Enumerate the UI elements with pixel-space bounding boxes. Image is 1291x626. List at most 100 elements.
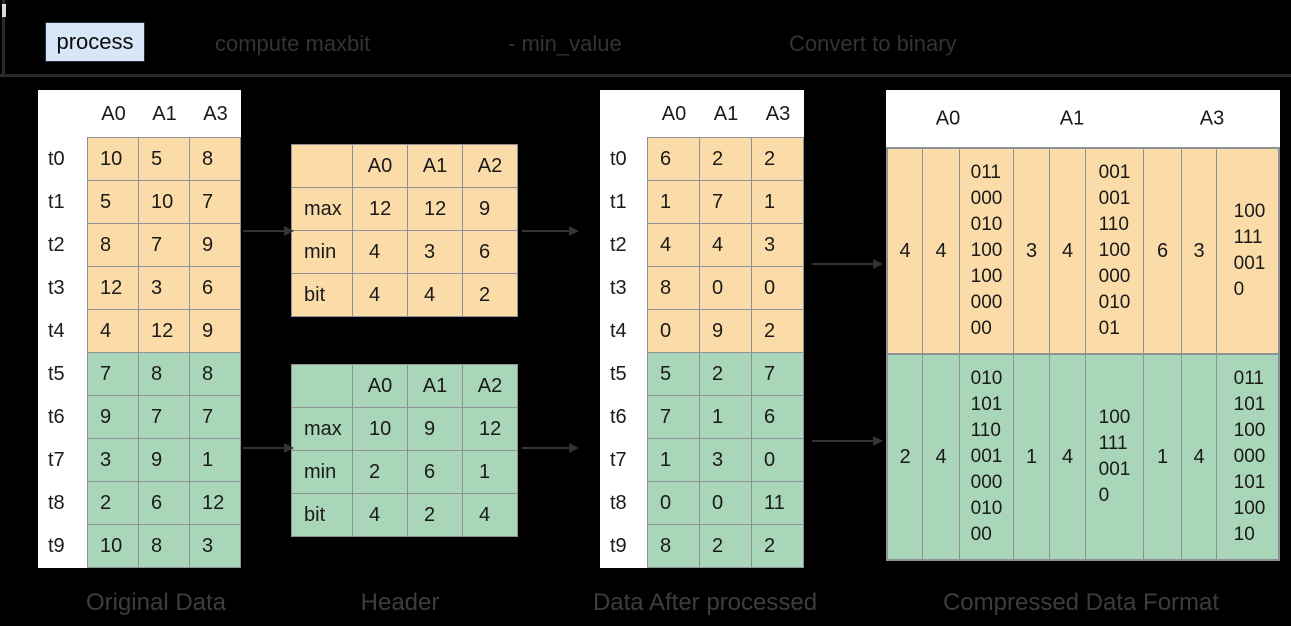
data-cell: 10 — [352, 407, 408, 451]
data-cell: 3 — [138, 266, 190, 310]
value-cell: 1 — [1144, 355, 1182, 559]
data-cell: 6 — [138, 481, 190, 525]
data-cell: 6 — [407, 450, 463, 494]
step-convert-to-binary: Convert to binary — [789, 31, 957, 56]
data-cell: 1 — [647, 180, 700, 224]
data-cell: 7 — [751, 352, 804, 396]
column-header: A3 — [765, 102, 791, 125]
binary-cell: 001 001 110 100 000 010 01 — [1086, 149, 1144, 353]
caption-header: Header — [360, 589, 440, 616]
data-cell: 8 — [138, 524, 190, 568]
column-header: A3 — [203, 102, 228, 125]
data-cell: 9 — [462, 187, 518, 231]
row-label: bit — [291, 493, 353, 537]
cell-value: 2 — [899, 445, 911, 468]
cell-value: 1 — [1156, 445, 1169, 468]
data-cell: 8 — [189, 352, 241, 396]
row-label: t5 — [600, 353, 648, 396]
data-cell: 11 — [751, 481, 804, 525]
column-header: A3 — [1199, 107, 1225, 129]
value-cell: 4 — [1182, 355, 1217, 559]
column-header: A0 — [352, 364, 408, 408]
data-cell: 7 — [189, 395, 241, 439]
arrow-original-to-header1-icon — [243, 226, 294, 236]
data-cell: 10 — [87, 524, 139, 568]
data-cell: 0 — [751, 438, 804, 482]
cell-value: 4 — [1193, 445, 1205, 468]
data-cell: 3 — [751, 223, 804, 267]
data-cell: 2 — [699, 352, 752, 396]
data-cell: 4 — [352, 493, 408, 537]
value-cell: 4 — [923, 355, 960, 559]
data-cell: 4 — [699, 223, 752, 267]
row-label: min — [291, 230, 353, 274]
cell-value: 4 — [935, 239, 947, 262]
arrow-header1-to-processed-icon — [522, 226, 579, 236]
data-cell: 6 — [462, 230, 518, 274]
data-cell: 2 — [699, 137, 752, 181]
value-cell: 4 — [888, 149, 923, 353]
data-cell: 0 — [699, 266, 752, 310]
data-cell: 1 — [751, 180, 804, 224]
arrow-header2-to-processed-icon — [522, 443, 579, 453]
cell-value: 100 111 001 0 — [1233, 201, 1266, 300]
binary-cell: 100 111 001 0 — [1086, 355, 1144, 559]
step-min-value: - min_value — [508, 31, 622, 56]
row-label: max — [291, 187, 353, 231]
caption-compressed-data-format: Compressed Data Format — [942, 589, 1220, 616]
row-label: t1 — [38, 181, 88, 224]
data-cell: 6 — [647, 137, 700, 181]
value-cell: 4 — [1050, 149, 1086, 353]
data-cell: 9 — [699, 309, 752, 353]
cell-value: 011 000 010 100 100 000 00 — [970, 162, 1003, 339]
cell-value: 100 111 001 0 — [1098, 407, 1131, 506]
arrow-processed-to-compressed-top-icon — [812, 259, 883, 269]
cell-value: 3 — [1025, 239, 1038, 262]
row-label: t1 — [600, 181, 648, 224]
data-cell: 6 — [751, 395, 804, 439]
column-header: A1 — [713, 102, 739, 125]
data-cell: 12 — [189, 481, 241, 525]
row-label: t5 — [38, 353, 88, 396]
column-header: A2 — [462, 364, 518, 408]
data-cell: 12 — [462, 407, 518, 451]
value-cell: 2 — [888, 355, 923, 559]
cell-value: 6 — [1156, 239, 1169, 262]
data-cell: 7 — [138, 223, 190, 267]
binary-cell: 010 101 110 001 000 010 00 — [960, 355, 1014, 559]
row-label: t6 — [38, 396, 88, 439]
data-cell: 2 — [407, 493, 463, 537]
row-label: t2 — [600, 224, 648, 267]
data-cell: 9 — [189, 309, 241, 353]
data-cell: 2 — [751, 309, 804, 353]
arrow-original-to-header2-icon — [243, 443, 294, 453]
corner-spacer — [38, 90, 88, 138]
data-cell: 10 — [87, 137, 139, 181]
data-cell: 2 — [352, 450, 408, 494]
data-cell: 3 — [189, 524, 241, 568]
row-label: t3 — [600, 267, 648, 310]
caption-data-after-processed: Data After processed — [592, 589, 818, 616]
value-cell: 4 — [1050, 355, 1086, 559]
data-cell: 12 — [87, 266, 139, 310]
step-compute-maxbit: compute maxbit — [215, 31, 371, 56]
arrow-processed-to-compressed-bottom-icon — [812, 436, 883, 446]
